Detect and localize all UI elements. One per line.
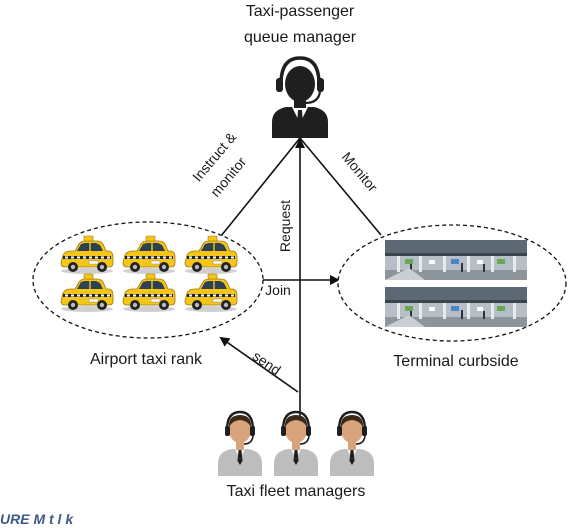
- send-label: send: [250, 348, 284, 379]
- manager-title-line2: queue manager: [244, 29, 357, 46]
- join-label: Join: [265, 282, 291, 298]
- fleet-label: Taxi fleet managers: [227, 483, 366, 500]
- curbside-label: Terminal curbside: [393, 353, 518, 370]
- taxi-rank-label: Airport taxi rank: [90, 351, 203, 368]
- terminal-photo: [385, 287, 527, 327]
- fleet-manager-icon: [272, 410, 320, 478]
- manager-title-line1: Taxi-passenger: [246, 3, 355, 20]
- monitor-edge: [299, 137, 382, 236]
- fleet-manager-icon: [216, 410, 264, 478]
- headset-agent-icon: [272, 56, 328, 138]
- monitor-label: Monitor: [339, 149, 381, 195]
- request-label: Request: [277, 200, 293, 252]
- send-arrow: [219, 336, 299, 393]
- terminal-photo: [385, 240, 527, 280]
- instruct-edge: [216, 137, 301, 242]
- cropped-caption-fragment: URE M t l k: [0, 511, 74, 527]
- fleet-manager-icon: [328, 410, 376, 478]
